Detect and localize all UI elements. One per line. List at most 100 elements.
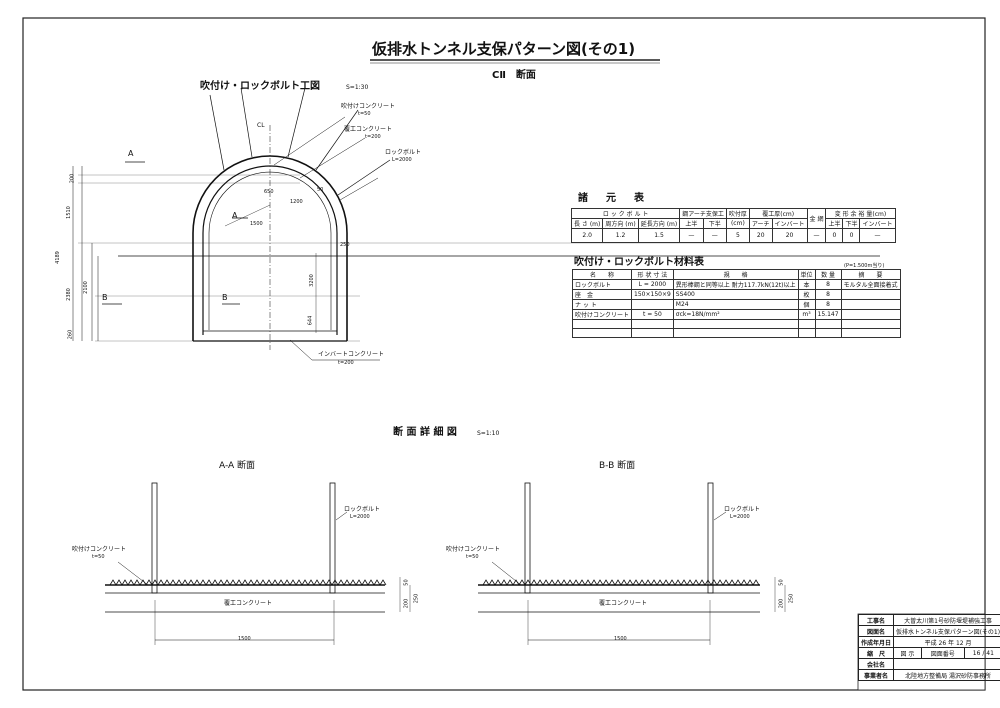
dim-250: 250 [340,242,350,248]
bb-dim-1500: 1500 [614,636,627,642]
spec-subheader: 長 さ (m) [570,218,604,229]
material-cell: m³ [797,309,816,320]
top-drawing-scale: S=1:30 [346,84,369,91]
spec-value: 0 [842,228,861,243]
aa-dim-50: 50 [403,579,410,586]
spec-subheader: 周方向 (m) [602,218,639,229]
bb-shotcrete: 吹付けコンクリート [446,546,501,553]
material-cell [840,319,901,329]
aa-rockbolt-l: L=2000 [350,514,370,520]
aa-lining: 覆工コンクリート [224,600,273,607]
material-cell [840,289,901,300]
title-block-cell: 工事名 [857,614,895,626]
material-cell: 本 [797,279,816,290]
spec-table: ロ ッ ク ボ ル ト 鋼アーチ支保工 吹付厚 覆工厚(cm) 金 網 変 形 … [570,208,896,243]
spec-subheader: 下半 [702,218,727,229]
material-cell [631,319,674,329]
tunnel-section [72,87,880,361]
cut-a-top: A [128,149,134,158]
sheet-title: 仮排水トンネル支保パターン図(その1) [372,40,636,58]
material-cell: 8 [814,279,842,290]
material-cell [672,319,799,329]
dim-1500: 1500 [250,221,263,227]
label-invert-t: t=200 [338,360,354,366]
aa-dim-1500: 1500 [238,636,251,642]
cut-a-inner: A [232,211,238,220]
material-cell: 150×150×9 [631,289,674,300]
bb-dim-50: 50 [778,579,785,586]
title-block-cell: 会社名 [857,658,895,670]
title-block-cell: 作成年月日 [857,636,895,648]
spec-value: 20 [771,228,808,243]
label-shotcrete-t: t=50 [358,111,371,117]
material-header: 数 量 [814,269,842,280]
spec-value: — [679,228,704,243]
dim-200: 200 [69,173,76,184]
title-block-row: 図面名仮排水トンネル支保パターン図(その1) [857,625,1000,637]
title-block-cell: 北陸地方整備局 湯沢砂防事務所 [893,669,1000,681]
cut-b-right: B [222,293,228,302]
material-cell: ナ ッ ト [571,299,633,310]
material-cell: σck=18N/mm² [672,309,799,320]
title-block-row: 工事名大曽太川第1号砂防堰堤補強工事 [857,614,1000,626]
spec-header-rockbolt: ロ ッ ク ボ ル ト [570,208,681,219]
aa-shotcrete-t: t=50 [92,554,105,560]
spec-header-steel: 鋼アーチ支保工 [679,208,727,219]
material-header: 単位 [797,269,816,280]
spec-header-mesh: 金 網 [806,208,827,229]
spec-value: 5 [725,228,750,243]
bb-dim-200: 200 [778,598,785,609]
label-invert: インバートコンクリート [318,351,385,358]
material-header: 形 状 寸 法 [631,269,674,280]
spec-subheader: インバート [859,218,896,229]
material-cell: M24 [672,299,799,310]
title-block-cell: 縮 尺 [857,647,895,659]
top-drawing-title: 吹付け・ロックボルト工図 [200,81,320,92]
title-block-cell: 平成 26 年 12 月 [893,636,1000,648]
bb-title: B-B 断面 [599,461,636,471]
material-cell [571,319,633,329]
material-cell: L = 2000 [631,279,674,290]
material-header: 名 称 [571,269,633,280]
title-block-cell: 仮排水トンネル支保パターン図(その1) [893,625,1000,637]
bb-rockbolt: ロックボルト [724,506,761,513]
material-cell [797,319,816,329]
bb-dim-250: 250 [788,593,795,604]
material-cell [797,328,816,338]
spec-value: — [806,228,827,243]
material-header: 規 格 [672,269,799,280]
detail-scale: S=1:10 [477,430,500,437]
spec-subheader: インバート [771,218,808,229]
title-block-row: 会社名 [857,658,1000,670]
material-cell [672,328,799,338]
label-lining-t: t=200 [365,134,381,140]
spec-header-deform: 変 形 余 裕 量(cm) [825,208,896,219]
title-block-cell: 図 示 [893,647,922,659]
spec-value: 1.2 [602,228,639,243]
spec-value: 0 [825,228,844,243]
material-cell: 座 金 [571,289,633,300]
material-table-title: 吹付け・ロックボルト材料表 [574,257,704,268]
spec-subheader: アーチ [748,218,773,229]
spec-subheader: 延長方向 (m) [637,218,681,229]
material-cell: 枚 [797,289,816,300]
label-lining: 覆工コンクリート [344,126,393,133]
title-block-cell: 図面番号 [920,647,965,659]
spec-value: 1.5 [637,228,681,243]
dim-1510: 1510 [65,206,72,219]
dim-644: 644 [307,315,314,326]
spec-header-shot: 吹付厚 [725,208,750,219]
aa-dim-250: 250 [413,593,420,604]
material-cell: 個 [797,299,816,310]
label-rockbolt-l: L=2000 [392,157,412,163]
spec-value: — [859,228,896,243]
material-table-note: (P=1.500m当り) [844,263,885,269]
material-header: 摘 要 [840,269,901,280]
material-cell: 8 [814,299,842,310]
